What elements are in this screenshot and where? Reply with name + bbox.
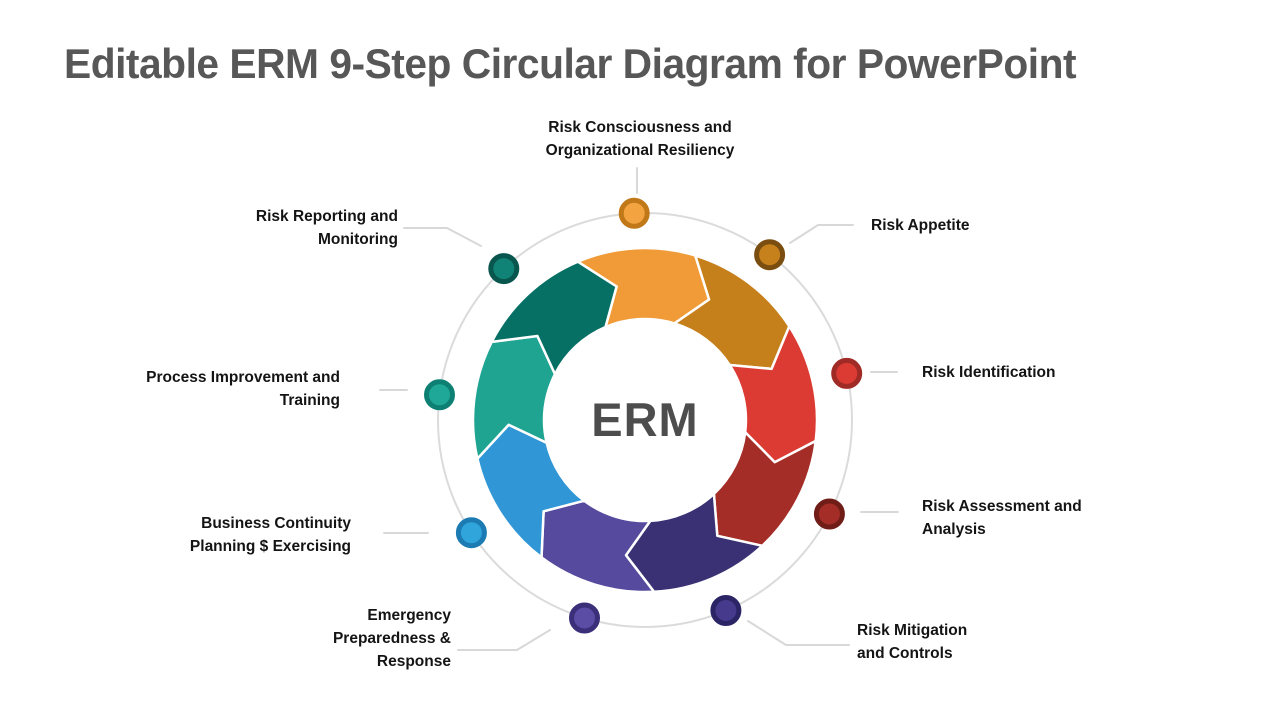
step-label-process-improvement: Process Improvement and Training	[146, 369, 340, 409]
step-label-risk-appetite: Risk Appetite	[871, 217, 970, 234]
step-label-risk-consciousness: Risk Consciousness and Organizational Re…	[545, 119, 735, 159]
diagram-center-title: ERM	[591, 393, 699, 446]
step-label-risk-identification: Risk Identification	[922, 364, 1056, 381]
step-connector-5	[457, 629, 551, 651]
step-dot-4	[710, 595, 742, 626]
step-dot-8	[488, 253, 520, 285]
step-label-business-continuity: Business Continuity Planning $ Exercisin…	[189, 515, 351, 555]
step-label-risk-assessment: Risk Assessment and Analysis	[922, 498, 1082, 538]
step-label-risk-reporting: Risk Reporting and Monitoring	[255, 208, 398, 248]
step-dot-6	[455, 517, 487, 549]
page-title: Editable ERM 9-Step Circular Diagram for…	[64, 40, 1077, 87]
step-dot-2	[831, 357, 863, 389]
step-segment-8	[490, 260, 618, 376]
step-dot-5	[569, 602, 600, 634]
step-dot-3	[813, 498, 845, 530]
step-dot-7	[424, 379, 455, 411]
step-label-emergency-preparedness: Emergency Preparedness & Response	[332, 607, 451, 670]
step-connector-1	[789, 224, 854, 244]
step-connector-4	[747, 620, 850, 646]
step-label-risk-mitigation: Risk Mitigation and Controls	[857, 622, 968, 662]
step-dot-0	[618, 197, 650, 229]
step-connector-8	[403, 227, 482, 247]
step-dot-1	[754, 239, 786, 271]
